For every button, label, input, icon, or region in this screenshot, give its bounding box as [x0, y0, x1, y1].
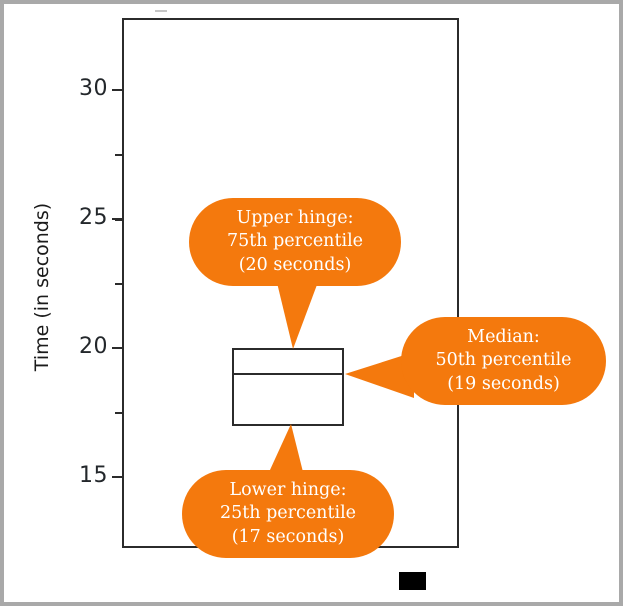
callout-lower-line-3: (17 seconds): [231, 526, 345, 547]
y-tick-label-25: 25: [79, 205, 108, 230]
boxplot-box: [232, 348, 344, 426]
y-tick-20: [112, 347, 123, 349]
y-tick-minor-22-5: [115, 283, 123, 285]
callout-median-line-3: (19 seconds): [447, 373, 560, 394]
legend-swatch: [399, 572, 426, 590]
callout-upper-line-2: 75th percentile: [226, 231, 364, 252]
y-tick-minor-27-5: [115, 219, 123, 221]
y-tick-label-20: 20: [79, 334, 108, 359]
callout-upper-line-3: (20 seconds): [238, 254, 352, 275]
callout-lower-hinge[interactable]: Lower hinge: 25th percentile (17 seconds…: [182, 470, 394, 558]
top-dash-mark: [155, 10, 167, 12]
y-tick-25: [112, 218, 123, 220]
callout-median-line-1: Median:: [467, 327, 540, 348]
y-tick-30: [112, 89, 123, 91]
callout-lower-line-2: 25th percentile: [219, 503, 357, 524]
callout-upper-hinge[interactable]: Upper hinge: 75th percentile (20 seconds…: [189, 198, 401, 286]
y-tick-15: [112, 476, 123, 478]
callout-upper-line-1: Upper hinge:: [236, 208, 354, 229]
y-tick-minor-17-5: [115, 412, 123, 414]
callout-median[interactable]: Median: 50th percentile (19 seconds): [401, 317, 606, 405]
y-tick-label-column: 30 25 20 15: [48, 4, 108, 602]
callout-median-line-2: 50th percentile: [435, 350, 572, 371]
y-tick-label-15: 15: [79, 463, 108, 488]
y-tick-label-30: 30: [79, 76, 108, 101]
callout-lower-line-1: Lower hinge:: [229, 480, 347, 501]
boxplot-median-line: [232, 373, 344, 375]
y-tick-minor-27-5b: [115, 154, 123, 156]
